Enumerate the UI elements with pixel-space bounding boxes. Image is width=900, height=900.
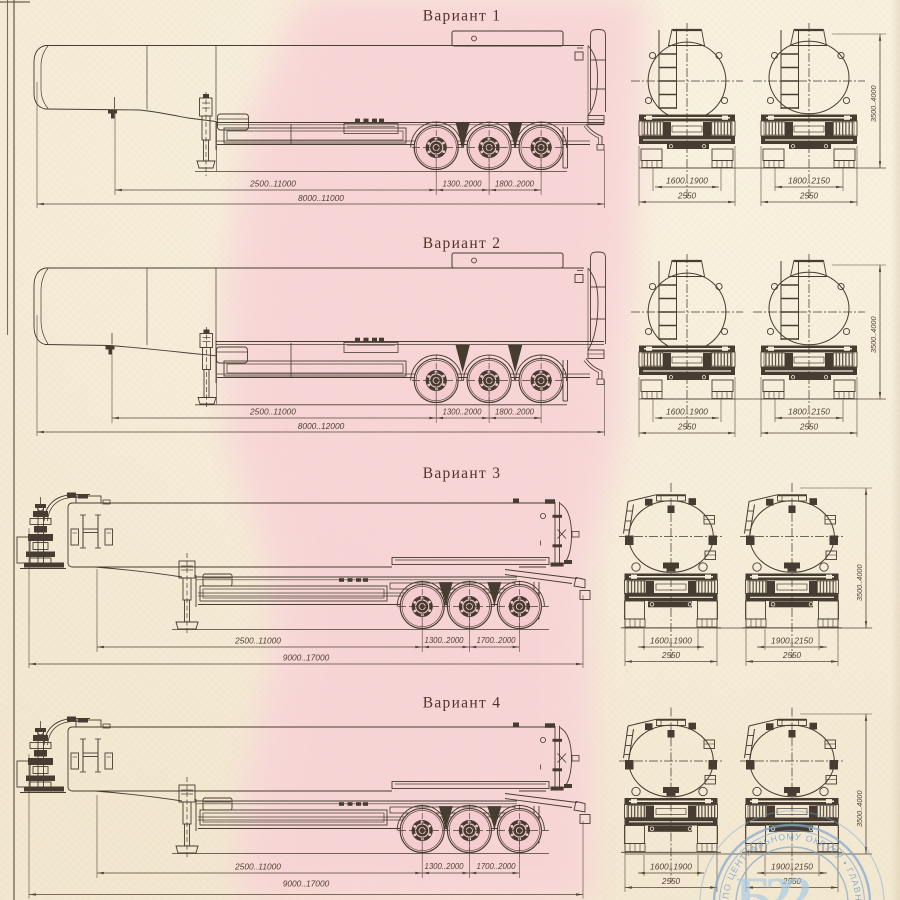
- svg-text:2500..11000: 2500..11000: [249, 407, 296, 417]
- svg-text:8000..12000: 8000..12000: [298, 421, 345, 431]
- svg-text:1600..1900: 1600..1900: [666, 407, 708, 417]
- svg-text:Вариант 4: Вариант 4: [423, 695, 502, 712]
- svg-text:1300..2000: 1300..2000: [442, 408, 482, 417]
- svg-text:1900..2150: 1900..2150: [771, 636, 813, 646]
- svg-text:2500..11000: 2500..11000: [234, 862, 281, 872]
- svg-text:2550: 2550: [799, 423, 819, 432]
- svg-text:1600..1900: 1600..1900: [666, 176, 708, 186]
- svg-text:2550: 2550: [677, 423, 697, 432]
- svg-text:1300..2000: 1300..2000: [442, 180, 482, 189]
- svg-text:1700..2000: 1700..2000: [476, 862, 516, 871]
- svg-text:1300..2000: 1300..2000: [424, 862, 464, 871]
- svg-text:2500..11000: 2500..11000: [234, 636, 281, 646]
- svg-text:9000..17000: 9000..17000: [283, 653, 330, 663]
- svg-text:2550: 2550: [799, 192, 819, 201]
- svg-text:1800..2150: 1800..2150: [788, 407, 830, 417]
- svg-text:3500..4000: 3500..4000: [869, 85, 878, 122]
- svg-text:1800..2000: 1800..2000: [495, 408, 535, 417]
- svg-text:Вариант 2: Вариант 2: [423, 235, 502, 252]
- svg-text:1800..2150: 1800..2150: [788, 176, 830, 186]
- svg-text:1900..2150: 1900..2150: [771, 862, 813, 872]
- svg-text:1600..1900: 1600..1900: [650, 862, 692, 872]
- svg-text:1700..2000: 1700..2000: [476, 636, 516, 645]
- svg-text:3500..4000: 3500..4000: [855, 790, 864, 827]
- svg-text:1600..1900: 1600..1900: [650, 636, 692, 646]
- svg-text:3500..4000: 3500..4000: [869, 316, 878, 353]
- svg-text:Вариант 1: Вариант 1: [423, 8, 502, 25]
- svg-text:2550: 2550: [677, 192, 697, 201]
- svg-text:1300..2000: 1300..2000: [424, 636, 464, 645]
- svg-text:Вариант 3: Вариант 3: [423, 465, 502, 482]
- svg-text:3500..4000: 3500..4000: [855, 564, 864, 601]
- svg-text:2550: 2550: [782, 651, 802, 660]
- svg-text:2500..11000: 2500..11000: [249, 179, 296, 189]
- svg-text:Б22: Б22: [736, 866, 812, 900]
- svg-text:2550: 2550: [661, 651, 681, 660]
- svg-text:2550: 2550: [661, 877, 681, 886]
- svg-text:2550: 2550: [782, 877, 802, 886]
- svg-text:9000..17000: 9000..17000: [283, 879, 330, 889]
- svg-text:1800..2000: 1800..2000: [495, 180, 535, 189]
- svg-text:8000..11000: 8000..11000: [298, 193, 344, 203]
